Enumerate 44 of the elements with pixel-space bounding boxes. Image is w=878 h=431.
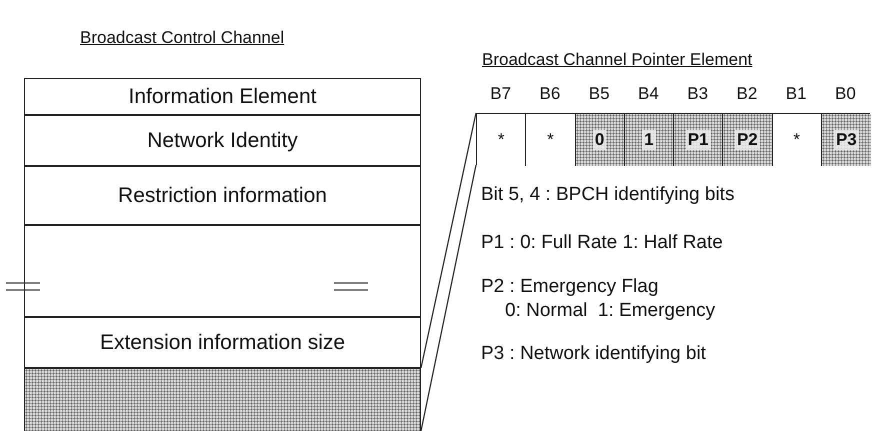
- bit-value: P1: [686, 130, 711, 150]
- bit-cell: [526, 114, 576, 166]
- note: 0: Normal 1: Emergency: [505, 300, 716, 322]
- bit-cell: [576, 114, 625, 166]
- bit-number: B3: [687, 84, 708, 104]
- bit-number: B6: [539, 84, 560, 104]
- note: P1 : 0: Full Rate 1: Half Rate: [481, 232, 723, 254]
- bit-number: B7: [490, 84, 512, 104]
- bit-number: B0: [834, 84, 856, 104]
- field-name: Information Element: [128, 84, 318, 108]
- bit-value: 1: [642, 130, 656, 150]
- bit-value: *: [792, 130, 801, 150]
- field-box: [24, 115, 421, 166]
- shaded-field-box: [24, 368, 421, 431]
- note: P3 : Network identifying bit: [481, 343, 706, 365]
- bit-field-row: [476, 113, 870, 165]
- bit-number: B1: [786, 84, 807, 104]
- bit-cell: [624, 114, 674, 166]
- bit-value: *: [496, 130, 506, 150]
- bit-cell: [723, 114, 772, 166]
- zoom-line: [420, 112, 477, 368]
- heading: Broadcast Control Channel: [80, 28, 284, 48]
- field-box: [24, 317, 421, 368]
- bit-cell: [477, 114, 526, 166]
- bit-number: B4: [638, 84, 659, 104]
- zoom-line: [420, 164, 477, 431]
- field-name: Restriction information: [117, 184, 328, 208]
- bit-number: B2: [736, 84, 758, 104]
- field-box: [24, 78, 421, 115]
- bit-value: P2: [734, 130, 760, 150]
- field-name: Extension information size: [98, 330, 346, 354]
- bit-cell: [822, 114, 871, 166]
- bit-cell: [772, 114, 822, 166]
- bit-value: *: [546, 130, 555, 150]
- bit-cell: [674, 114, 724, 166]
- bit-value: P3: [834, 130, 859, 150]
- bit-value: 0: [592, 130, 606, 150]
- heading: Broadcast Channel Pointer Element: [482, 50, 752, 70]
- field-name: Network Identity: [146, 128, 299, 152]
- note: Bit 5, 4 : BPCH identifying bits: [481, 184, 734, 206]
- field-box: [24, 166, 421, 225]
- bit-number: B5: [588, 84, 610, 104]
- field-box: [24, 225, 421, 317]
- note: P2 : Emergency Flag: [481, 276, 658, 298]
